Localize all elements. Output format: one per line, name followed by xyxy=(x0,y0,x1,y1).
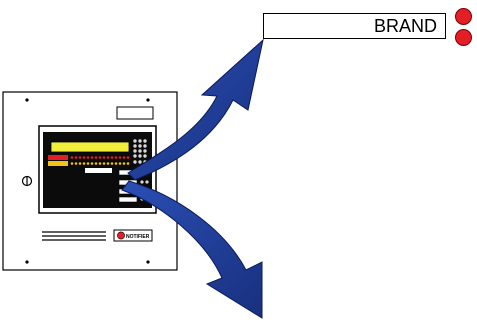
zone-led-row-alarm xyxy=(70,156,130,159)
indicator-light-bottom xyxy=(455,29,472,46)
control-button xyxy=(118,196,138,203)
enclosure-screw xyxy=(146,98,150,102)
manufacturer-logo: NOTIFIER xyxy=(113,229,153,242)
status-label xyxy=(85,168,112,173)
trouble-indicator-strip xyxy=(48,161,68,166)
enclosure-screw xyxy=(25,98,29,102)
keypad xyxy=(133,139,147,158)
arrow-downward xyxy=(121,180,263,319)
enclosure-screw xyxy=(146,260,150,264)
zone-led-row-trouble xyxy=(70,162,130,165)
alarm-indicator-strip xyxy=(48,155,68,160)
indicator-light-top xyxy=(455,8,472,25)
vent-slots xyxy=(42,231,106,241)
svg-text:NOTIFIER: NOTIFIER xyxy=(126,234,150,240)
lcd-display xyxy=(50,141,130,153)
arrow-to-brand xyxy=(127,38,264,181)
label-plate xyxy=(116,106,154,120)
brand-label: BRAND xyxy=(263,13,446,39)
enclosure-screw xyxy=(25,260,29,264)
